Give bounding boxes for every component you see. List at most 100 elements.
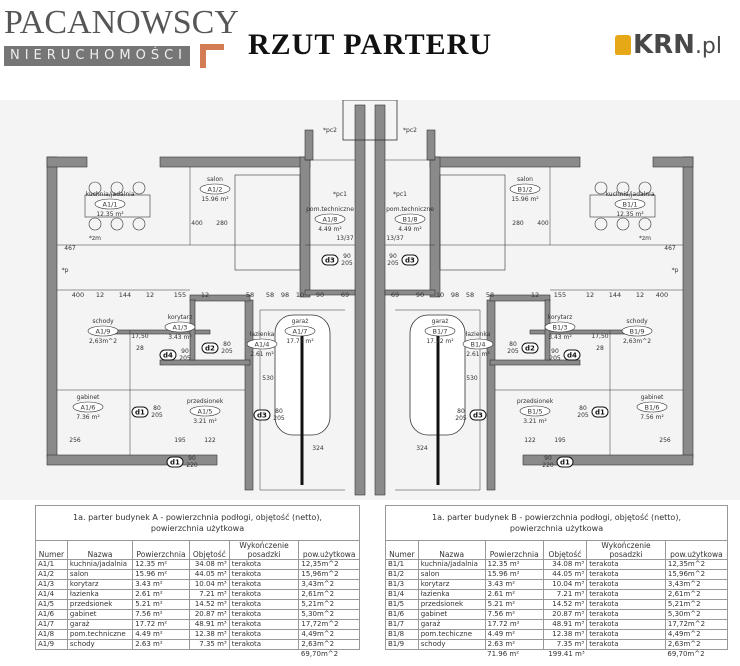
door-tag [201,342,219,354]
table-cell: A1/3 [35,579,68,590]
column-header: Powierzchnia [132,540,190,560]
dimension-label: 10 [436,291,444,299]
table-cell: 20.87 m³ [542,609,588,620]
total-usable: 69,70m^2 [300,650,339,658]
chair [594,181,608,195]
table-cell: 17.72 m² [132,619,190,630]
door-label: d1 [170,459,180,467]
sofa [439,174,506,271]
table-cell: 10.04 m³ [542,579,588,590]
table-cell: 4,49m^2 [664,629,729,640]
table-cell: 17.72 m² [484,619,544,630]
table-cell: 44.05 m³ [542,569,588,580]
marker-label: *pc1 [393,191,407,198]
table-cell: terakota [228,609,300,620]
room-tag [246,338,278,350]
marker-label: 13/37 [336,235,353,242]
dimension-label: 122 [204,437,216,444]
table-cell: terakota [586,629,666,640]
column-header: Wykończenie posadzki [228,540,300,560]
room-area: 2.61 m² [250,351,274,358]
room-area: 7.56 m² [640,414,664,421]
table-cell: 2,63m^2 [298,639,360,650]
plan-background [0,100,740,500]
door-label: d3 [473,412,483,420]
table-cell: 44.05 m³ [188,569,230,580]
table-cell: 3,43m^2 [664,579,729,590]
chair [638,181,652,195]
dimension-label: 400 [72,291,84,299]
chair [110,181,124,195]
table-cell: 12,35m^2 [664,559,729,570]
table-cell: kuchnia/jadalnia [66,559,134,570]
table-cell: 14.52 m³ [542,599,588,610]
table-cell: gabinet [66,609,134,620]
table-cell: 20.87 m³ [188,609,230,620]
room-tag [189,405,221,417]
column-header: Objętość [542,540,588,560]
table-cell: przedsionek [417,599,486,610]
door-label: d3 [257,412,267,420]
table-caption: 1a. parter budynek A - powierzchnia podł… [35,505,360,541]
dimension-label: 98 [451,291,459,299]
room-tag [164,321,196,333]
room-area: 17.72 m² [426,338,454,345]
wall [489,359,581,366]
dimension-label: 324 [416,445,428,452]
room-area: 3.21 m² [523,418,547,425]
table-cell: B1/5 [385,599,419,610]
column-header: pow.użytkowa [664,540,729,560]
dimension-label: 155 [554,291,566,299]
dining-table [589,194,656,218]
dimension-label: 58 [246,291,254,299]
dimension-label: 155 [174,291,186,299]
room-id: B1/9 [630,328,645,336]
dimension-label: 122 [524,437,536,444]
table-cell: 12.35 m² [484,559,544,570]
column-header: Numer [385,540,419,560]
table-cell: 2.61 m² [132,589,190,600]
table-cell: 34.08 m³ [188,559,230,570]
table-cell: terakota [228,579,300,590]
column-header: Wykończenie posadzki [586,540,666,560]
column-header: Nazwa [66,540,134,560]
wall [429,156,581,168]
table-cell: terakota [228,639,300,650]
table-cell: 7.21 m³ [542,589,588,600]
door-tag [591,406,609,418]
table-cell: 7.21 m³ [188,589,230,600]
table-cell: przedsionek [66,599,134,610]
table-cell: A1/6 [35,609,68,620]
room-area: 12.35 m² [616,211,644,218]
room-name: łazienka [250,331,275,338]
wall [384,289,436,296]
marker-label: 13/37 [386,235,403,242]
room-name: kuchnia/jadalnia [605,191,654,198]
wall [189,294,251,302]
room-area: 17.72 m² [286,338,314,345]
table-cell: A1/1 [35,559,68,570]
table-cell: 15.96 m² [132,569,190,580]
room-id: A1/1 [103,201,118,209]
room-id: A1/7 [293,328,308,336]
table-cell: 15,96m^2 [298,569,360,580]
chair [88,217,102,231]
door-tag [556,456,574,468]
wall [244,299,254,491]
dimension-label: 98 [281,291,289,299]
table-caption: 1a. parter budynek B - powierzchnia podł… [385,505,728,541]
total-area: 71.96 m² [487,650,520,658]
door-label: d1 [135,409,145,417]
table-cell: A1/4 [35,589,68,600]
room-area: 15.96 m² [511,196,539,203]
door-tag [166,456,184,468]
chair [110,217,124,231]
door-tag [469,409,487,421]
table-cell: gabinet [417,609,486,620]
table-cell: 2,61m^2 [664,589,729,600]
